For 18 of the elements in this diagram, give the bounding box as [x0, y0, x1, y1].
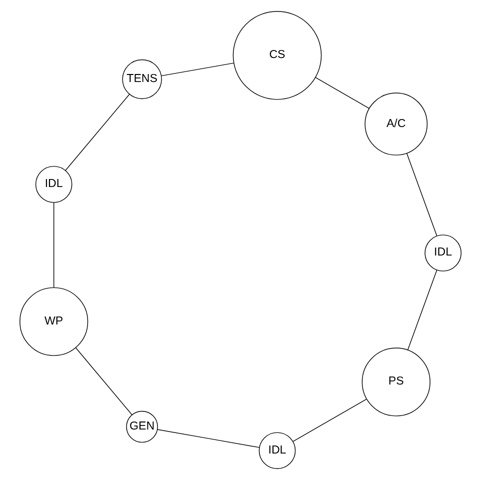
connector: [64, 94, 130, 171]
node-circle: A/C: [364, 92, 428, 156]
connector: [292, 398, 366, 442]
node-circle: PS: [361, 348, 430, 416]
connector: [52, 202, 54, 288]
connector: [406, 152, 437, 236]
connector: [74, 347, 132, 416]
node-circle: IDL: [424, 234, 461, 272]
node-circle: TENS: [122, 59, 162, 100]
connector: [314, 77, 370, 109]
connector: [160, 62, 234, 76]
connector: [156, 429, 260, 448]
node-circle: WP: [19, 287, 88, 356]
node-circle: CS: [232, 10, 322, 100]
connector: [406, 270, 437, 350]
node-circle: IDL: [34, 166, 72, 203]
node-circle: GEN: [126, 410, 158, 443]
node-circle: IDL: [258, 432, 296, 470]
